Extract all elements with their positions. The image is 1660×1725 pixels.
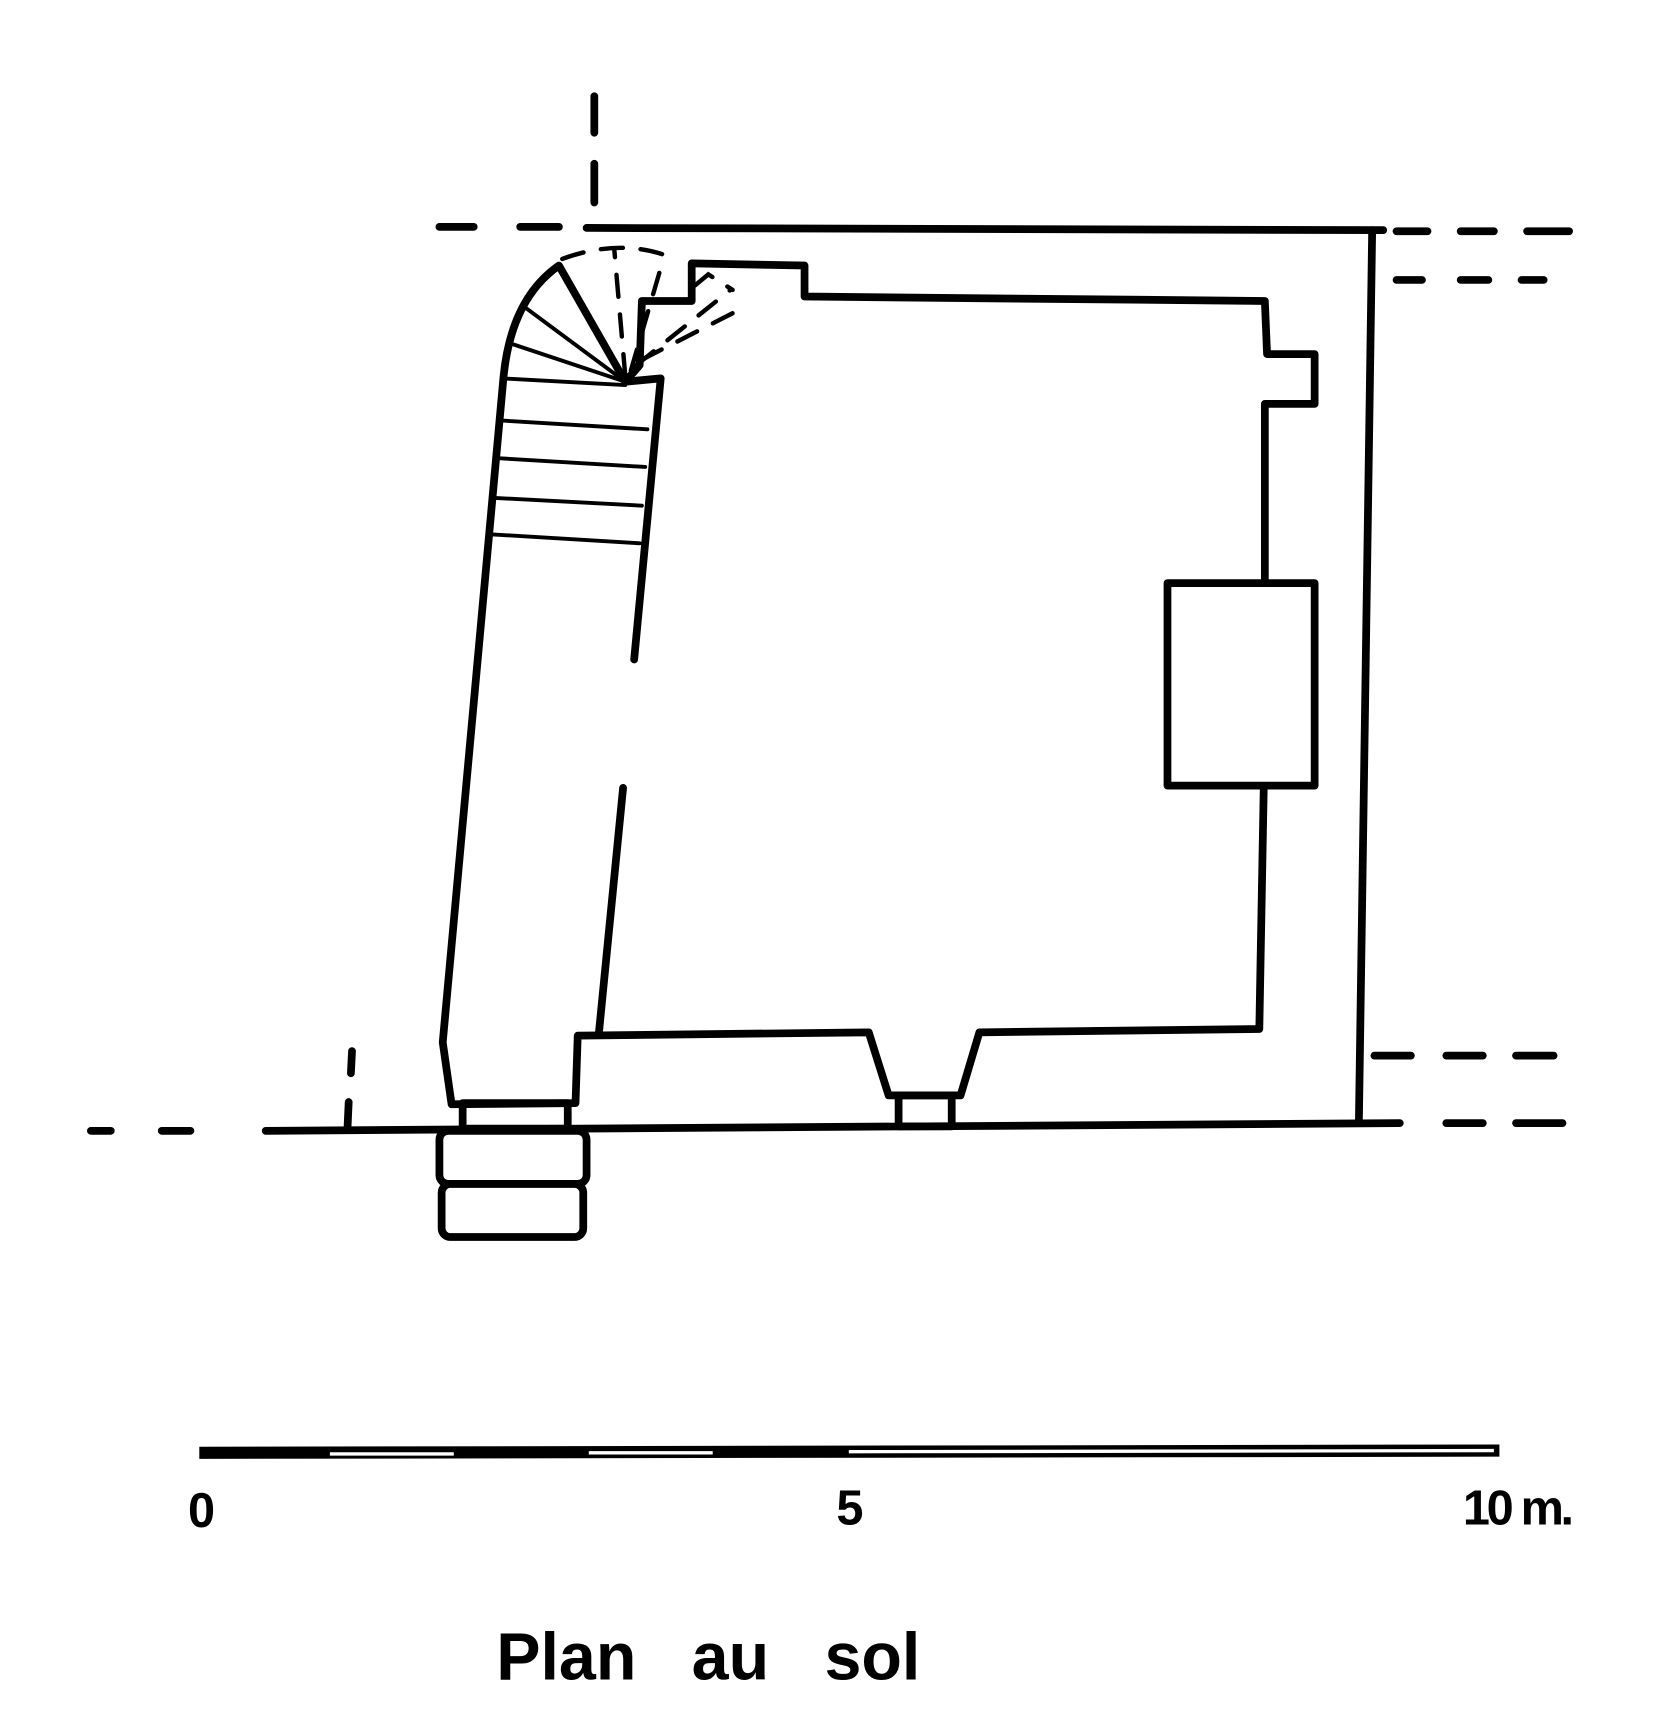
scale-label-5: 5 bbox=[836, 1482, 863, 1536]
scale-label-0: 0 bbox=[188, 1484, 215, 1538]
scale-label-10m: 10 m. bbox=[1463, 1482, 1572, 1536]
building-walls bbox=[435, 259, 1319, 1241]
scale-bar: 0 5 10 m. bbox=[188, 1444, 1575, 1538]
boundary-lines bbox=[86, 92, 1574, 1135]
spiral-staircase bbox=[490, 245, 742, 546]
plan-title: Plan au sol bbox=[496, 1621, 920, 1695]
